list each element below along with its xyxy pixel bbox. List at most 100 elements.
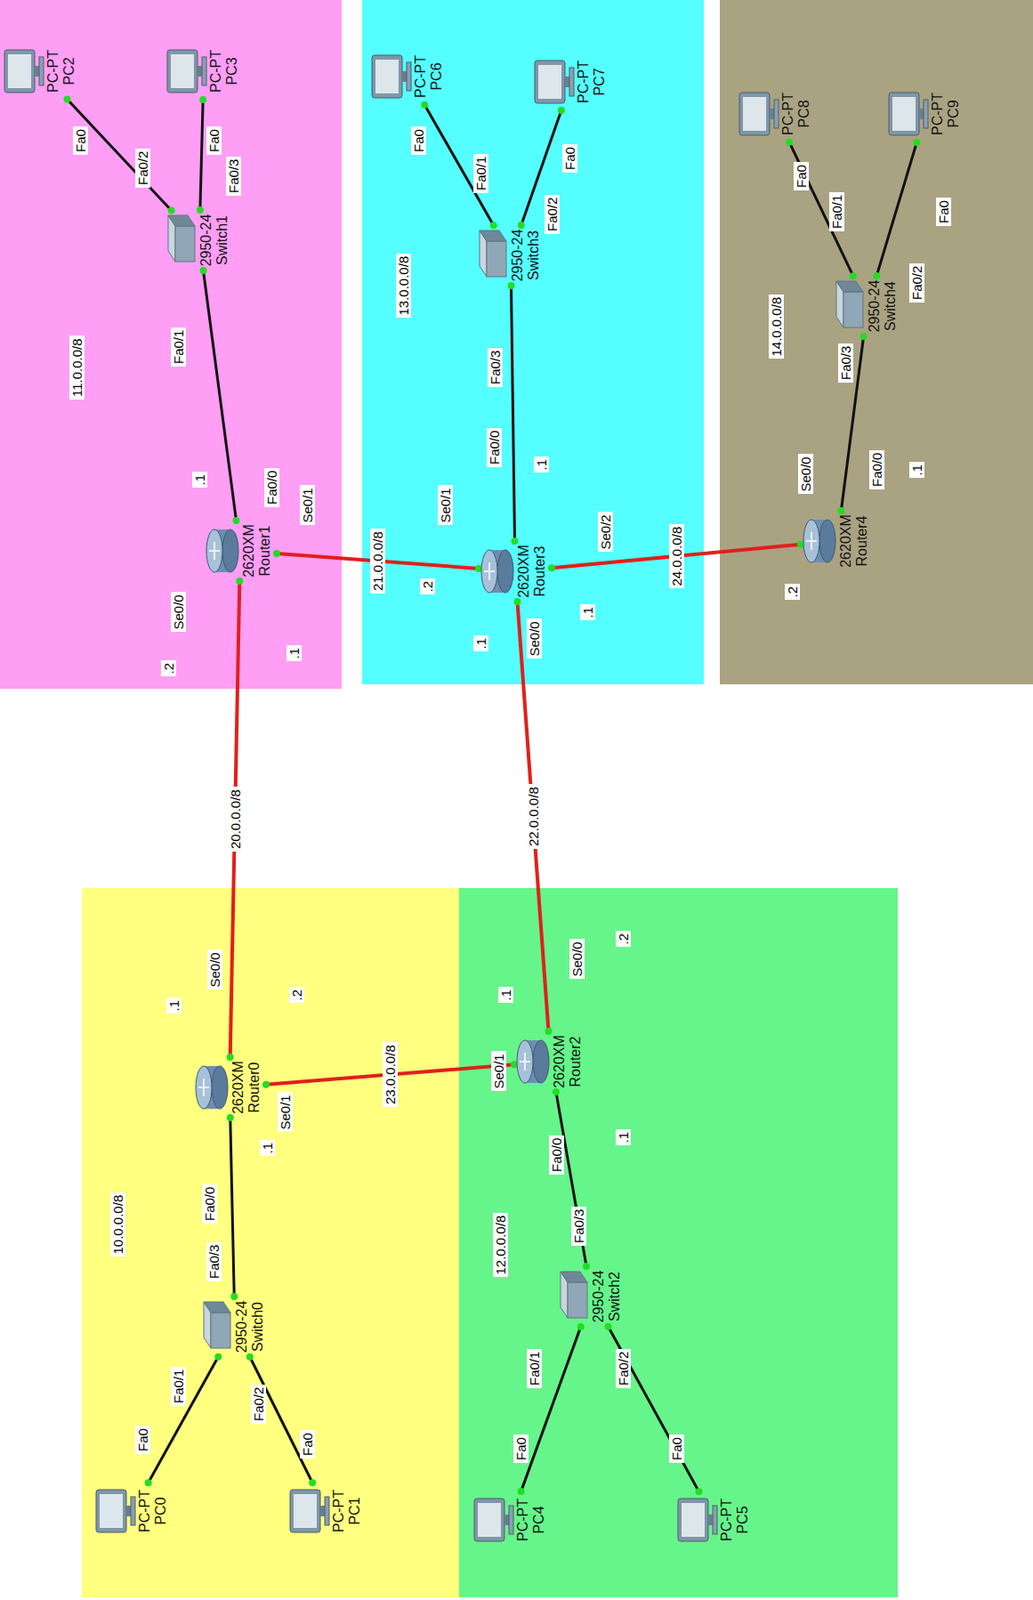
pc-icon <box>887 88 930 139</box>
device-name: Router0 <box>246 1062 263 1114</box>
switch-icon <box>558 1269 591 1324</box>
router-icon <box>205 524 242 578</box>
port-label: Fa0/0 <box>264 468 280 508</box>
port-label: Fa0/2 <box>909 263 925 303</box>
port-label: Fa0/0 <box>869 450 885 490</box>
port-dot <box>545 1027 553 1035</box>
device-name: PC3 <box>224 56 241 85</box>
port-label: Se0/2 <box>597 511 614 552</box>
port-label: Fa0 <box>513 1434 529 1463</box>
port-dot <box>860 332 868 340</box>
port-dot <box>63 95 71 103</box>
port-label: Fa0 <box>72 126 89 155</box>
device-model: PC-PT <box>718 1498 735 1542</box>
switch-node: 2950-24Switch3 <box>477 226 542 284</box>
pc-node: PC-PTPC6 <box>370 49 445 104</box>
host-address: .1 <box>580 604 596 622</box>
port-label: Fa0/0 <box>201 1184 218 1224</box>
device-name: PC5 <box>734 1505 751 1534</box>
pc-node: PC-PTPC4 <box>472 1493 548 1547</box>
pc-icon <box>94 1485 138 1536</box>
switch-node: 2950-24Switch2 <box>558 1267 623 1325</box>
port-label: Fa0/3 <box>487 347 503 388</box>
port-label: Fa0/0 <box>548 1135 565 1175</box>
port-dot <box>199 96 207 104</box>
network-label: 21.0.0.0/8 <box>370 528 386 594</box>
port-label: Fa0/2 <box>615 1348 631 1389</box>
pc-node: PC-PTPC2 <box>2 44 78 98</box>
pc-icon <box>2 46 46 97</box>
ethernet-link <box>202 270 236 521</box>
device-model: 2950-24 <box>234 1300 251 1354</box>
device-model: PC-PT <box>515 1498 532 1542</box>
device-name: Switch3 <box>525 230 542 281</box>
port-dot <box>517 221 525 229</box>
host-address: .1 <box>615 1129 631 1146</box>
port-dot <box>511 537 519 545</box>
device-name: PC9 <box>945 99 962 128</box>
device-model: PC-PT <box>780 92 797 136</box>
device-name: PC2 <box>61 56 78 85</box>
port-dot <box>849 272 857 280</box>
router-node: 2620XMRouter4 <box>802 512 871 570</box>
pc-icon <box>737 88 781 139</box>
device-model: 2950-24 <box>509 229 526 283</box>
port-dot <box>273 549 281 557</box>
device-name: Switch4 <box>882 281 899 331</box>
host-address: .2 <box>419 578 436 596</box>
device-model: PC-PT <box>929 92 946 136</box>
host-address: .1 <box>533 456 549 474</box>
pc-node: PC-PTPC0 <box>94 1484 170 1538</box>
host-address: .1 <box>192 471 208 489</box>
host-address: .2 <box>615 930 631 948</box>
device-name: Router1 <box>257 525 274 577</box>
port-label: Fa0/2 <box>135 148 151 188</box>
port-dot <box>695 1487 703 1495</box>
port-dot <box>226 1053 235 1061</box>
port-dot <box>557 106 565 114</box>
device-name: Router4 <box>854 516 871 567</box>
port-dot <box>507 282 515 290</box>
port-dot <box>199 266 207 275</box>
device-model: PC-PT <box>137 1489 154 1533</box>
pc-icon <box>676 1494 719 1545</box>
port-label: Fa0/1 <box>170 327 186 367</box>
switch-icon <box>166 213 199 267</box>
serial-link <box>516 601 549 1032</box>
network-label: 13.0.0.0/8 <box>395 253 412 319</box>
port-label: Fa0/1 <box>829 192 845 232</box>
device-model: 2620XM <box>551 1034 568 1089</box>
green-area <box>459 887 898 1598</box>
port-dot <box>605 1323 613 1331</box>
port-label: Fa0/1 <box>526 1348 542 1389</box>
device-model: PC-PT <box>208 49 225 93</box>
port-dot <box>552 1088 560 1096</box>
ethernet-link <box>424 104 494 226</box>
port-label: Fa0/2 <box>544 194 560 235</box>
ethernet-link <box>556 1091 587 1267</box>
router-icon <box>194 1060 231 1114</box>
pc-icon <box>472 1494 516 1545</box>
router-node: 2620XMRouter2 <box>516 1033 584 1090</box>
port-dot <box>233 516 241 525</box>
port-label: Fa0/0 <box>486 427 502 468</box>
port-label: Se0/1 <box>491 1050 507 1091</box>
device-model: 2620XM <box>516 544 533 598</box>
port-label: Fa0 <box>206 126 222 155</box>
network-label: 10.0.0.0/8 <box>110 1192 126 1258</box>
network-label: 24.0.0.0/8 <box>669 524 685 590</box>
host-address: .1 <box>498 986 514 1004</box>
router-icon <box>802 514 839 568</box>
host-address: .1 <box>473 635 489 653</box>
switch-node: 2950-24Switch0 <box>201 1298 267 1356</box>
port-dot <box>785 138 793 146</box>
port-label: Fa0 <box>793 161 809 191</box>
port-label: Fa0 <box>299 1429 315 1459</box>
port-label: Fa0 <box>562 144 578 173</box>
ethernet-link <box>250 1356 313 1483</box>
device-name: PC1 <box>347 1496 364 1525</box>
ethernet-link <box>66 98 171 210</box>
switch-node: 2950-24Switch1 <box>166 211 231 269</box>
device-name: PC7 <box>591 67 608 96</box>
